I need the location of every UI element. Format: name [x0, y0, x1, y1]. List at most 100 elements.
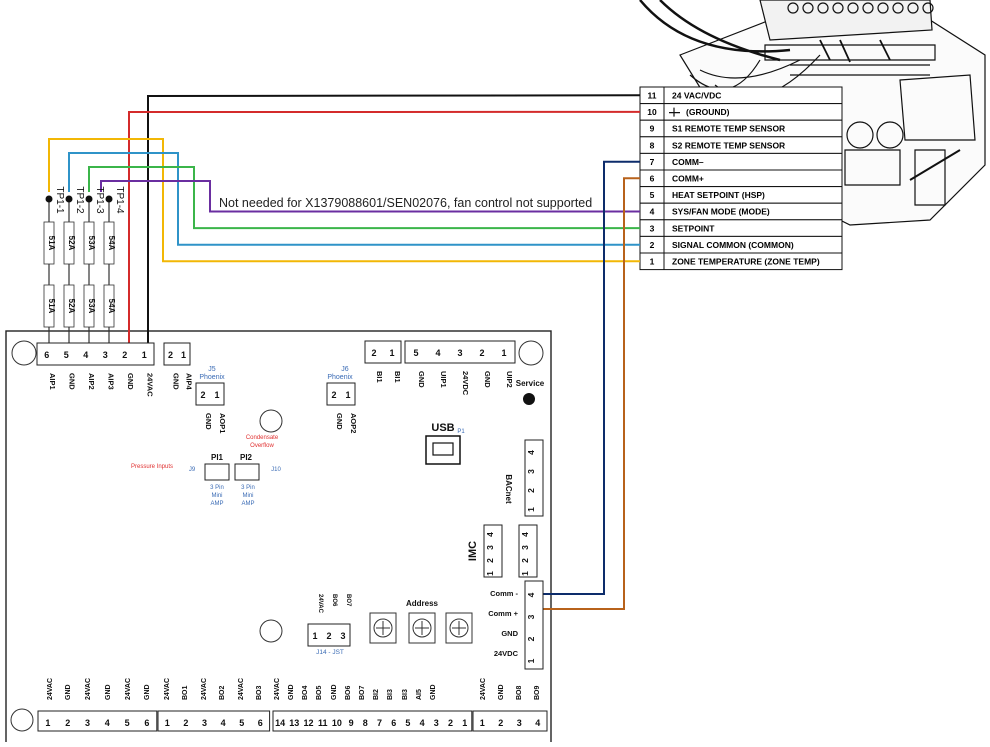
wire-ground-red	[128, 110, 641, 343]
terminal-strip-bottom-2-pin: 2	[183, 718, 188, 728]
terminal-strip-bottom-3-pin: 4	[420, 718, 425, 728]
usb-label: USB	[431, 422, 454, 434]
connector-j5-label: AOP1	[218, 413, 227, 433]
wire-tag-upper	[83, 221, 95, 265]
j14-name: J14 - JST	[316, 649, 344, 656]
bottom-terminal-label: GND	[144, 684, 151, 700]
terminal-strip-bottom-3-pin: 13	[289, 718, 299, 728]
terminal-block-analog-inputs-label: AIP1	[48, 373, 57, 390]
bottom-terminal-label: BI3	[402, 689, 409, 700]
terminal-block-binary-inputs-pin: 1	[389, 348, 394, 358]
sensor-terminal-label: S1 REMOTE TEMP SENSOR	[672, 124, 785, 134]
terminal-block-analog-inputs-label: AIP3	[106, 373, 115, 390]
connector-side	[518, 524, 538, 578]
comm-label: 24VDC	[494, 649, 519, 658]
terminal-strip-bottom-3-pin: 12	[303, 718, 313, 728]
wire-tag-lower-label: 52A	[67, 299, 76, 314]
wire-common-blue	[68, 152, 640, 246]
wire-tag-upper-label: 54A	[107, 236, 116, 251]
ground-icon	[669, 107, 680, 117]
bottom-terminal-label: AI5	[416, 689, 423, 700]
terminal-block-bacnet-pin: 3	[526, 469, 536, 474]
sensor-table-row	[639, 103, 843, 121]
comm-label: GND	[501, 629, 518, 638]
sensor-terminal-number: 9	[650, 124, 655, 134]
terminal-block-analog-inputs-label: GND	[126, 373, 135, 390]
terminal-block-universal-inputs-label: UIP1	[439, 371, 448, 388]
wire-comm-plus-brown	[542, 177, 640, 610]
sensor-terminal-label: SETPOINT	[672, 223, 715, 233]
bottom-terminal-label: GND	[430, 684, 437, 700]
terminal-strip-bottom-4-pin: 1	[480, 718, 485, 728]
wire-tag-upper	[63, 221, 75, 265]
terminal-block-analog-inputs-label: 24VAC	[145, 373, 154, 397]
sensor-terminal-label: SIGNAL COMMON (COMMON)	[672, 240, 794, 250]
terminal-block-comm-pin: 4	[526, 592, 536, 597]
sensor-table-row	[639, 169, 843, 188]
terminal-strip-bottom-3-pin: 3	[434, 718, 439, 728]
terminal-block-analog-inputs-pin: 6	[44, 350, 49, 360]
comm-label: Comm +	[488, 609, 518, 618]
terminal-strip-bottom-3-pin: 8	[363, 718, 368, 728]
terminal-block-aip4-pin: 2	[168, 350, 173, 360]
terminal-block-analog-inputs-label: AIP2	[87, 373, 96, 390]
terminal-block-universal-inputs	[404, 340, 516, 364]
terminal-strip-bottom-1-pin: 5	[125, 718, 130, 728]
sensor-terminal-number: 6	[650, 174, 655, 184]
sensor-terminal-number: 4	[650, 207, 655, 217]
condensate-overflow-label: Condensate	[246, 435, 279, 441]
connector-imc-pin: 3	[485, 545, 495, 550]
terminal-block-comm-pin: 3	[526, 614, 536, 619]
connector-imc-pin: 1	[485, 571, 495, 576]
terminal-block-comm	[524, 580, 544, 670]
bottom-terminal-label: GND	[331, 684, 338, 700]
terminal-strip-bottom-3-pin: 14	[275, 718, 285, 728]
terminal-strip-bottom-3-pin: 1	[462, 718, 467, 728]
terminal-block-binary-inputs-pin: 2	[371, 348, 376, 358]
address-switch-pointer	[415, 621, 429, 635]
terminal-strip-bottom-3-pin: 5	[405, 718, 410, 728]
wire-tag-lower-label: 51A	[47, 299, 56, 314]
pi2-label: PI2	[240, 453, 253, 462]
terminal-strip-bottom-1-pin: 1	[45, 718, 50, 728]
terminal-block-analog-inputs-pin: 2	[122, 350, 127, 360]
connector-side-pin: 4	[520, 532, 530, 537]
bottom-terminal-label: BO3	[256, 686, 263, 701]
condensate-overflow-label: Overflow	[250, 443, 274, 449]
sensor-terminal-number: 2	[650, 240, 655, 250]
connector-j6-label: GND	[335, 413, 344, 430]
connector-j5	[195, 382, 225, 406]
terminal-strip-bottom-4-pin: 2	[498, 718, 503, 728]
wire-tag-upper-label: 51A	[47, 236, 56, 251]
wire-tag-lower	[43, 284, 55, 328]
sensor-terminal-label: (GROUND)	[686, 107, 730, 117]
wire-tag-lower-label: 54A	[107, 299, 116, 314]
connector-j6-pin: 2	[331, 390, 336, 400]
pi1-amp-label: AMP	[210, 501, 223, 507]
terminal-strip-bottom-3-pin: 11	[318, 718, 328, 728]
terminal-block-bacnet	[524, 439, 544, 517]
fan-control-note: Not needed for X1379088601/SEN02076, fan…	[219, 196, 593, 210]
bottom-terminal-label: 24VAC	[164, 678, 171, 700]
tp-label: TP1-3	[94, 186, 105, 214]
sensor-terminal-number: 8	[650, 140, 655, 150]
j14-label: 24VAC	[317, 594, 323, 614]
j14-label: BO6	[331, 594, 337, 607]
bottom-terminal-label: 24VAC	[274, 678, 281, 700]
connector-imc-pin: 4	[485, 532, 495, 537]
terminal-block-bacnet-pin: 2	[526, 488, 536, 493]
terminal-strip-bottom-1-pin: 3	[85, 718, 90, 728]
pi2-amp-label: AMP	[241, 501, 254, 507]
sensor-table-row	[639, 152, 843, 171]
terminal-block-universal-inputs-pin: 4	[435, 348, 440, 358]
address-label: Address	[406, 599, 439, 608]
sensor-terminal-label: COMM+	[672, 174, 704, 184]
connector-j6-label: AOP2	[349, 413, 358, 433]
bottom-terminal-label: BO4	[302, 686, 309, 701]
terminal-strip-bottom-1	[37, 710, 158, 732]
terminal-strip-bottom-1-pin: 6	[144, 718, 149, 728]
j9-label: J9	[189, 467, 196, 473]
sensor-table-row	[639, 219, 843, 237]
bottom-terminal-label: BO8	[516, 686, 523, 701]
pi1-connector	[204, 463, 230, 481]
